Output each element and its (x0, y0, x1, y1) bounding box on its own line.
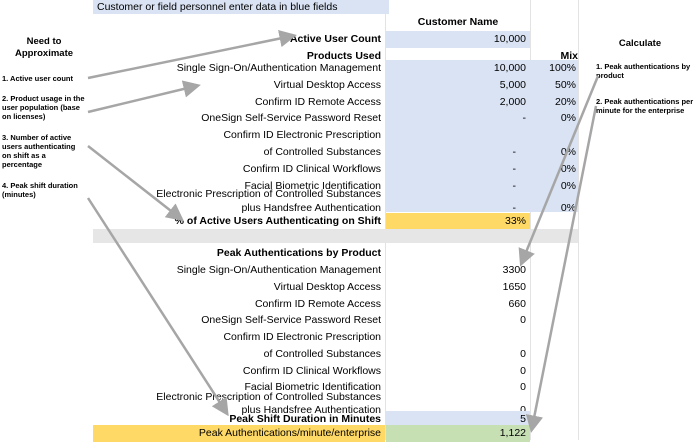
product-users-epcs[interactable]: - (512, 146, 517, 158)
product-mix-clinical-workflows: 0% (560, 163, 576, 175)
peak-value-clinical-workflows: 0 (520, 365, 526, 377)
peak-by-product-header: Peak Authentications by Product (216, 247, 381, 259)
product-label-epcs-handsfree-line2: plus Handsfree Authentication (241, 202, 381, 214)
product-users-facial-biometric[interactable]: - (512, 180, 517, 192)
product-label-sso: Single Sign-On/Authentication Management (176, 62, 381, 74)
product-label-epcs-handsfree-line1: Electronic Prescription of Controlled Su… (156, 188, 381, 200)
peak-label-facial-biometric: Facial Biometric Identification (244, 381, 381, 393)
product-label-vda: Virtual Desktop Access (273, 79, 381, 91)
product-label-confirm-remote: Confirm ID Remote Access (254, 96, 381, 108)
approx-note-3: 3. Number of active users authenticating… (2, 133, 76, 169)
product-users-clinical-workflows[interactable]: - (512, 163, 517, 175)
product-label-epcs-line1: Confirm ID Electronic Prescription (223, 129, 381, 141)
peak-label-clinical-workflows: Confirm ID Clinical Workflows (242, 365, 381, 377)
instruction-banner: Customer or field personnel enter data i… (93, 0, 389, 14)
product-mix-vda: 50% (554, 79, 576, 91)
calculate-note-1: 1. Peak authentications by product (596, 62, 691, 80)
product-mix-epcs: 0% (560, 146, 576, 158)
active-user-count-input[interactable]: 10,000 (386, 31, 530, 48)
grid-line (385, 0, 386, 440)
grid-line (578, 0, 579, 440)
calculate-title: Calculate (618, 38, 662, 49)
product-users-vda[interactable]: 5,000 (499, 79, 526, 91)
mix-header: Mix (560, 50, 578, 62)
approx-note-1: 1. Active user count (2, 74, 73, 83)
product-label-facial-biometric: Facial Biometric Identification (244, 180, 381, 192)
peak-label-vda: Virtual Desktop Access (273, 281, 381, 293)
peak-per-minute-label: Peak Authentications/minute/enterprise (93, 425, 385, 442)
need-to-approximate-line1: Need to (26, 36, 62, 47)
approx-note-4: 4. Peak shift duration (minutes) (2, 181, 78, 199)
product-mix-onesign-sspr: 0% (560, 112, 576, 124)
peak-value-sso: 3300 (502, 264, 526, 276)
peak-label-epcs-line2: of Controlled Substances (263, 348, 381, 360)
product-users-onesign-sspr[interactable]: - (522, 112, 527, 124)
product-users-epcs-handsfree[interactable]: - (512, 202, 517, 214)
peak-label-onesign-sspr: OneSign Self-Service Password Reset (201, 314, 381, 326)
peak-shift-duration-label: Peak Shift Duration in Minutes (229, 413, 381, 425)
peak-value-confirm-remote: 660 (508, 298, 526, 310)
pct-authenticating-label: % of Active Users Authenticating on Shif… (174, 215, 381, 227)
section-separator (93, 229, 578, 243)
peak-label-confirm-remote: Confirm ID Remote Access (254, 298, 381, 310)
peak-value-facial-biometric: 0 (520, 381, 526, 393)
peak-per-minute-result: 1,122 (386, 425, 530, 442)
need-to-approximate-line2: Approximate (14, 48, 74, 59)
product-label-clinical-workflows: Confirm ID Clinical Workflows (242, 163, 381, 175)
approx-note-2: 2. Product usage in the user population … (2, 94, 85, 121)
pct-authenticating-input[interactable]: 33% (386, 213, 530, 230)
peak-label-sso: Single Sign-On/Authentication Management (176, 264, 381, 276)
peak-label-epcs-line1: Confirm ID Electronic Prescription (223, 331, 381, 343)
product-users-sso[interactable]: 10,000 (493, 62, 526, 74)
peak-value-epcs: 0 (520, 348, 526, 360)
active-user-count-label: Active User Count (289, 33, 381, 45)
calculate-note-2: 2. Peak authentications per minute for t… (596, 97, 694, 115)
product-mix-confirm-remote: 20% (554, 96, 576, 108)
product-mix-epcs-handsfree: 0% (560, 202, 576, 214)
product-label-epcs-line2: of Controlled Substances (263, 146, 381, 158)
products-used-label: Products Used (306, 50, 381, 62)
peak-shift-duration-input[interactable]: 5 (386, 411, 530, 428)
product-mix-sso: 100% (549, 62, 576, 74)
product-label-onesign-sspr: OneSign Self-Service Password Reset (201, 112, 381, 124)
need-to-approximate-title: Need to Approximate (0, 36, 88, 60)
product-users-confirm-remote[interactable]: 2,000 (499, 96, 526, 108)
product-mix-facial-biometric: 0% (560, 180, 576, 192)
peak-value-epcs-handsfree: 0 (520, 404, 526, 416)
peak-value-onesign-sspr: 0 (520, 314, 526, 326)
customer-name-header: Customer Name (417, 16, 499, 28)
peak-label-epcs-handsfree-line2: plus Handsfree Authentication (241, 404, 381, 416)
peak-value-vda: 1650 (502, 281, 526, 293)
